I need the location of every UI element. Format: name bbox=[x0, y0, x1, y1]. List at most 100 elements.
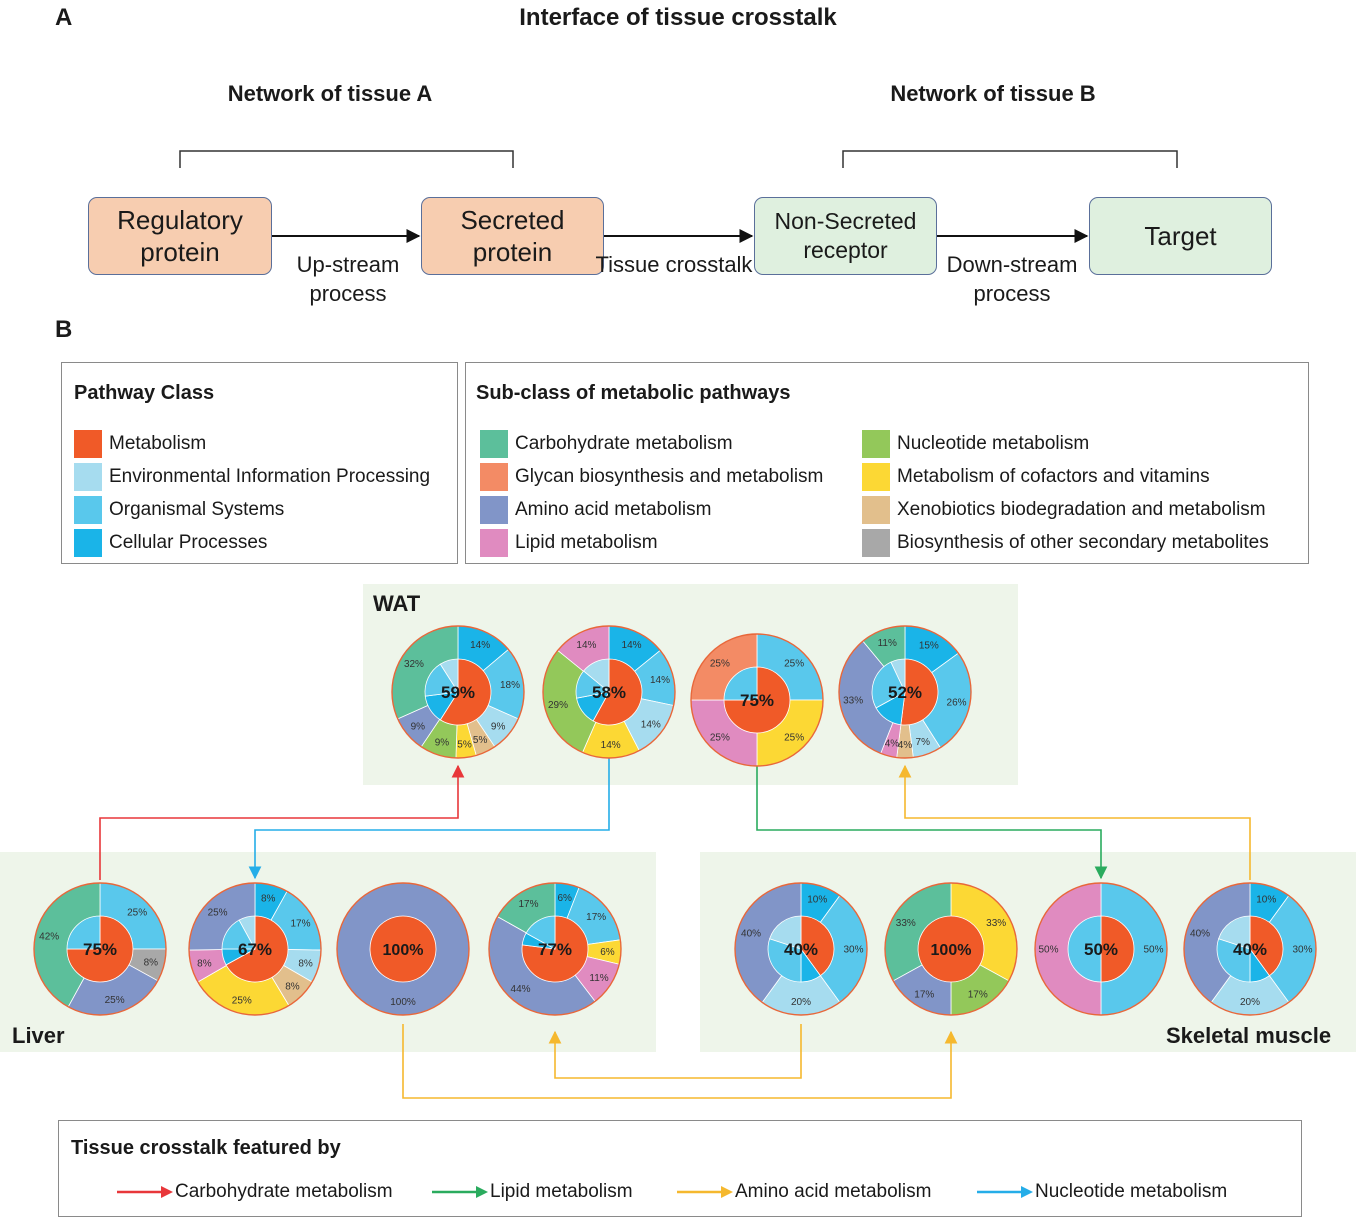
pie-slice-label: 20% bbox=[791, 997, 811, 1008]
pie-inner-slice bbox=[1216, 938, 1251, 983]
pie-slice-label: 14% bbox=[601, 740, 621, 751]
legend-swatch bbox=[480, 463, 508, 491]
pie-slice-label: 6% bbox=[600, 947, 615, 958]
legend-swatch bbox=[862, 496, 890, 524]
pie-slice-label: 11% bbox=[589, 973, 608, 984]
crosstalk-legend-label: Carbohydrate metabolism bbox=[175, 1181, 393, 1202]
network-a-bracket bbox=[179, 150, 514, 168]
pie-chart: 50% 50% 50% bbox=[1034, 882, 1168, 1016]
pie-inner-slice bbox=[1067, 915, 1102, 983]
crosstalk-legend-item: Nucleotide metabolism bbox=[977, 1181, 1227, 1203]
legend-swatch bbox=[74, 463, 102, 491]
crosstalk-legend-label: Lipid metabolism bbox=[490, 1181, 633, 1202]
pie-slice-label: 14% bbox=[470, 640, 490, 651]
pie-inner-slice bbox=[767, 938, 802, 983]
legend-label: Xenobiotics biodegradation and metabolis… bbox=[897, 499, 1266, 520]
arrow-icon bbox=[977, 1186, 1033, 1198]
pie-slice-label: 40% bbox=[741, 928, 761, 939]
pie-slice-label: 18% bbox=[500, 680, 520, 691]
crosstalk-legend: Tissue crosstalk featured by Carbohydrat… bbox=[58, 1120, 1302, 1217]
pie-inner-slice bbox=[66, 915, 101, 950]
pie-slice-label: 42% bbox=[39, 931, 59, 942]
legend-label: Cellular Processes bbox=[109, 532, 268, 553]
crosstalk-connectors bbox=[99, 758, 1251, 1099]
pie-slice-label: 25% bbox=[710, 658, 730, 669]
pie-inner-slice bbox=[890, 658, 906, 693]
pathway-class-item: Environmental Information Processing bbox=[74, 462, 430, 492]
pie-slice-label: 40% bbox=[1190, 928, 1210, 939]
pie-center-label: 75% bbox=[83, 940, 117, 959]
subclass-item: Biosynthesis of other secondary metaboli… bbox=[862, 528, 1269, 558]
network-b-label: Network of tissue B bbox=[890, 81, 1096, 106]
legend-swatch bbox=[74, 430, 102, 458]
pie-slice-label: 9% bbox=[435, 737, 450, 748]
pie-slice-label: 26% bbox=[947, 697, 967, 708]
legend-label: Organismal Systems bbox=[109, 499, 285, 520]
pie-chart: 10%30%20%40%40% bbox=[734, 882, 868, 1016]
pie-slice-label: 11% bbox=[878, 638, 897, 649]
pie-slice-label: 7% bbox=[916, 737, 931, 748]
pie-slice-label: 25% bbox=[710, 733, 730, 744]
pie-inner-slice bbox=[583, 658, 610, 693]
pie-slice-label: 44% bbox=[511, 984, 531, 995]
subclass-item: Lipid metabolism bbox=[480, 528, 823, 558]
panel-a-connectors bbox=[179, 150, 1178, 243]
legend-label: Lipid metabolism bbox=[515, 532, 658, 553]
pie-slice-label: 8% bbox=[298, 958, 313, 969]
pie-inner-slice bbox=[871, 661, 906, 709]
pie-center-label: 40% bbox=[1233, 940, 1267, 959]
pie-center-label: 67% bbox=[238, 940, 272, 959]
box-non-secreted-receptor: Non-Secreted receptor bbox=[754, 197, 937, 275]
pie-slice-label: 10% bbox=[1256, 895, 1276, 906]
crosstalk-legend-title: Tissue crosstalk featured by bbox=[71, 1137, 341, 1159]
panel-a-title: Interface of tissue crosstalk bbox=[519, 4, 837, 31]
legend-label: Amino acid metabolism bbox=[515, 499, 712, 520]
pie-inner-slice bbox=[369, 915, 437, 983]
pie-slice-label: 25% bbox=[208, 908, 228, 919]
network-a-label: Network of tissue A bbox=[227, 81, 433, 106]
pie-center-label: 75% bbox=[740, 691, 774, 710]
subclass-item: Carbohydrate metabolism bbox=[480, 429, 823, 459]
pie-chart: 25%8%25%42%75% bbox=[33, 882, 167, 1016]
pie-center-label: 59% bbox=[441, 683, 475, 702]
pie-slice-label: 17% bbox=[586, 912, 606, 923]
pie-slice-label: 17% bbox=[519, 899, 539, 910]
pie-inner-slice bbox=[525, 915, 556, 950]
pie-slice-label: 50% bbox=[1143, 945, 1163, 956]
pie-slice-label: 50% bbox=[1038, 945, 1058, 956]
pie-inner-slice bbox=[1218, 915, 1251, 950]
pie-border bbox=[690, 633, 824, 767]
pie-center-label: 100% bbox=[931, 942, 972, 959]
pie-slice-label: 6% bbox=[558, 893, 573, 904]
arrow-icon bbox=[677, 1186, 733, 1198]
legend-swatch bbox=[480, 430, 508, 458]
arrow-icon bbox=[117, 1186, 173, 1198]
pie-border bbox=[391, 625, 525, 759]
pie-border bbox=[33, 882, 167, 1016]
pie-chart: 10%30%20%40%40% bbox=[1183, 882, 1317, 1016]
pie-border bbox=[1183, 882, 1317, 1016]
pie-inner-slice bbox=[592, 658, 643, 726]
pie-inner-slice bbox=[1249, 915, 1284, 977]
pie-slice-label: 33% bbox=[843, 696, 863, 707]
pie-slice-label: 8% bbox=[197, 958, 212, 969]
pie-center-label: 50% bbox=[1084, 940, 1118, 959]
subclass-item: Glycan biosynthesis and metabolism bbox=[480, 462, 823, 492]
liver-label: Liver bbox=[12, 1023, 65, 1048]
pie-inner-slice bbox=[238, 915, 256, 950]
pie-chart: 25%25%25%25%75% bbox=[690, 633, 824, 767]
label-downstream: Down-stream process bbox=[946, 252, 1078, 306]
pie-slice-label: 29% bbox=[548, 700, 568, 711]
crosstalk-legend-item: Carbohydrate metabolism bbox=[117, 1181, 393, 1203]
pie-border bbox=[542, 625, 676, 759]
pie-slice-label: 25% bbox=[232, 995, 252, 1006]
box-target: Target bbox=[1089, 197, 1272, 275]
crosstalk-carbohydrate bbox=[99, 764, 465, 880]
subclass-item: Metabolism of cofactors and vitamins bbox=[862, 462, 1269, 492]
pie-center-label: 52% bbox=[888, 683, 922, 702]
crosstalk-legend-label: Amino acid metabolism bbox=[735, 1181, 932, 1202]
pie-slice-label: 33% bbox=[986, 918, 1006, 929]
pie-slice-label: 25% bbox=[105, 995, 125, 1006]
